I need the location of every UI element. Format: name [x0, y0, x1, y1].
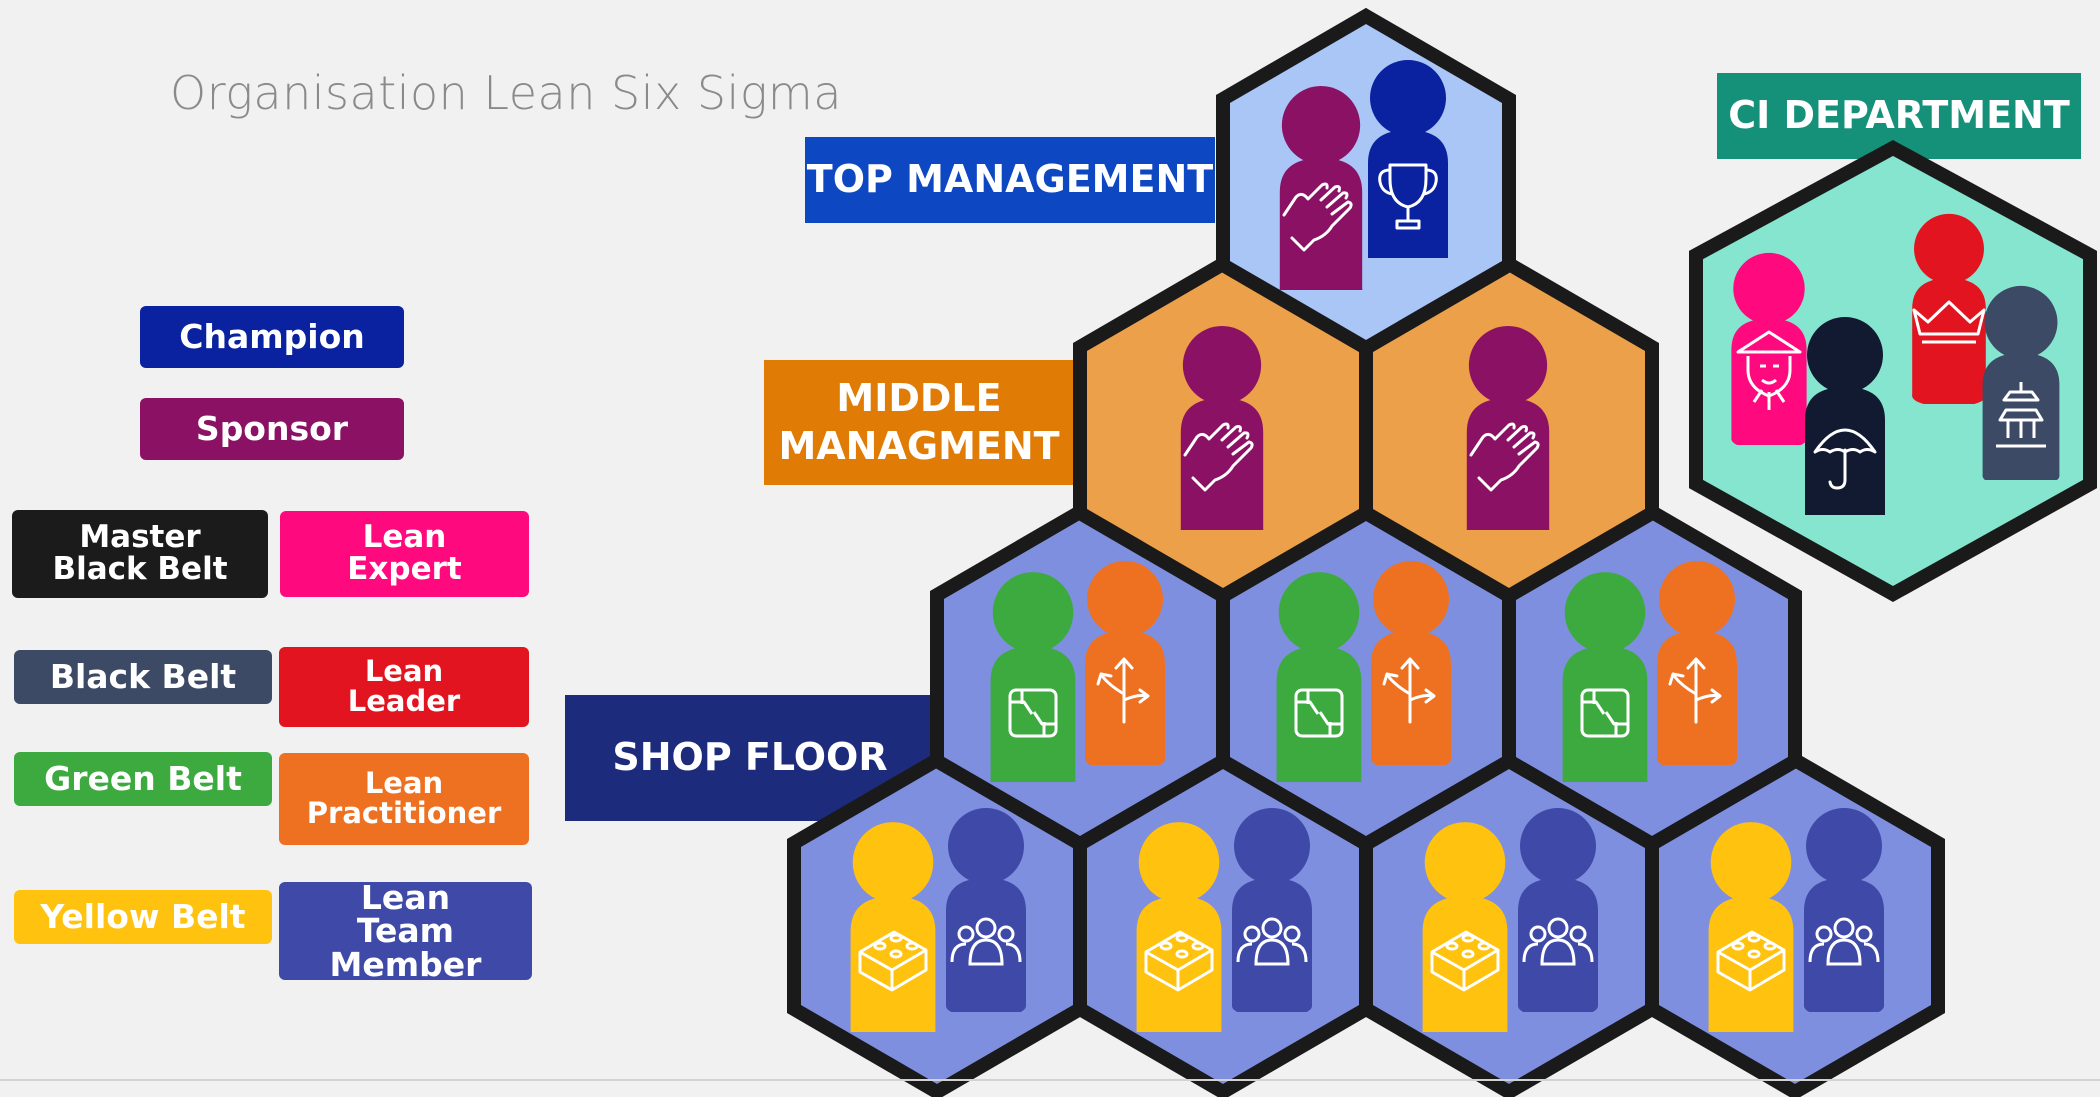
ci-department-text: CI DEPARTMENT [1728, 93, 2070, 138]
pair-2 [1276, 561, 1451, 782]
pair-1 [990, 561, 1165, 782]
hex-ci-department [1689, 140, 2097, 603]
shop-floor-bottom-figures [850, 808, 1884, 1032]
lego-brick-icon [1144, 930, 1214, 992]
master-black-belt-pawn [1805, 317, 1885, 515]
legend-sponsor-label: Sponsor [195, 409, 349, 449]
sponsor-pawn-middle-1 [1180, 326, 1264, 530]
sage-face-icon [1736, 330, 1802, 410]
teamwork-hands-icon [1008, 688, 1058, 738]
hand-icon [1469, 422, 1540, 492]
group-icon [1236, 917, 1308, 966]
legend-sponsor: Sponsor [140, 398, 404, 460]
middle-management-label: MIDDLE MANAGMENT [764, 360, 1074, 485]
direction-arrows-icon [1382, 657, 1436, 724]
lego-brick-icon [858, 930, 928, 992]
legend-black-belt: Black Belt [14, 650, 272, 704]
legend-lean-team-member: Lean Team Member [279, 877, 532, 984]
legend-yellow-belt: Yellow Belt [14, 890, 272, 944]
shop-floor-text: SHOP FLOOR [612, 735, 888, 780]
pair-b4 [1708, 808, 1884, 1032]
legend-green-belt: Green Belt [14, 752, 272, 806]
legend-black-belt-label: Black Belt [49, 657, 237, 697]
pair-b3 [1422, 808, 1598, 1032]
teamwork-hands-icon [1294, 688, 1344, 738]
lego-brick-icon [1430, 930, 1500, 992]
legend-lean-expert-label: Lean Expert [347, 519, 462, 587]
green-belt-pawn [1276, 572, 1362, 782]
top-management-figures [1279, 60, 1448, 290]
legend-champion: Champion [140, 306, 404, 368]
lean-team-member-pawn [1804, 808, 1884, 1012]
trophy-icon [1378, 163, 1438, 230]
pair-3 [1562, 561, 1737, 782]
top-management-label: TOP MANAGEMENT [805, 137, 1215, 223]
group-icon [950, 917, 1022, 966]
page-title: Organisation Lean Six Sigma [170, 66, 842, 120]
pair-b2 [1136, 808, 1312, 1032]
group-icon [1808, 917, 1880, 966]
lean-team-member-pawn [946, 808, 1026, 1012]
lean-leader-pawn [1912, 213, 1986, 404]
legend-champion-label: Champion [179, 317, 365, 357]
green-belt-pawn [990, 572, 1076, 782]
legend-lean-leader-label: Lean Leader [347, 654, 461, 718]
ci-department-figures [1731, 213, 2060, 515]
crown-icon [1912, 300, 1986, 344]
legend-master-black-belt: Master Black Belt [12, 510, 268, 598]
bottom-divider [0, 1079, 2100, 1081]
shop-floor-top-figures [990, 561, 1737, 782]
group-icon [1522, 917, 1594, 966]
umbrella-icon [1813, 428, 1877, 490]
pagoda-icon [1996, 382, 2046, 448]
lean-team-member-pawn [1518, 808, 1598, 1012]
middle-management-text: MIDDLE MANAGMENT [778, 376, 1060, 468]
middle-management-figures [1180, 326, 1550, 530]
legend-master-black-belt-label: Master Black Belt [52, 519, 228, 587]
direction-arrows-icon [1668, 657, 1722, 724]
green-belt-pawn [1562, 572, 1648, 782]
legend-yellow-belt-label: Yellow Belt [40, 897, 246, 937]
pair-b1 [850, 808, 1026, 1032]
sponsor-pawn-middle-2 [1466, 326, 1550, 530]
lean-team-member-pawn [1232, 808, 1312, 1012]
legend-lean-practitioner: Lean Practitioner [279, 753, 529, 845]
hand-icon [1282, 182, 1353, 252]
legend-lean-team-member-label: Lean Team Member [329, 877, 482, 984]
legend-lean-leader: Lean Leader [279, 647, 529, 727]
teamwork-hands-icon [1580, 688, 1630, 738]
legend-lean-practitioner-label: Lean Practitioner [306, 766, 502, 830]
legend-lean-expert: Lean Expert [280, 511, 529, 597]
direction-arrows-icon [1096, 657, 1150, 724]
legend-green-belt-label: Green Belt [44, 759, 242, 799]
lego-brick-icon [1716, 930, 1786, 992]
top-management-text: TOP MANAGEMENT [806, 157, 1214, 202]
sponsor-pawn [1279, 86, 1363, 290]
hand-icon [1183, 422, 1254, 492]
